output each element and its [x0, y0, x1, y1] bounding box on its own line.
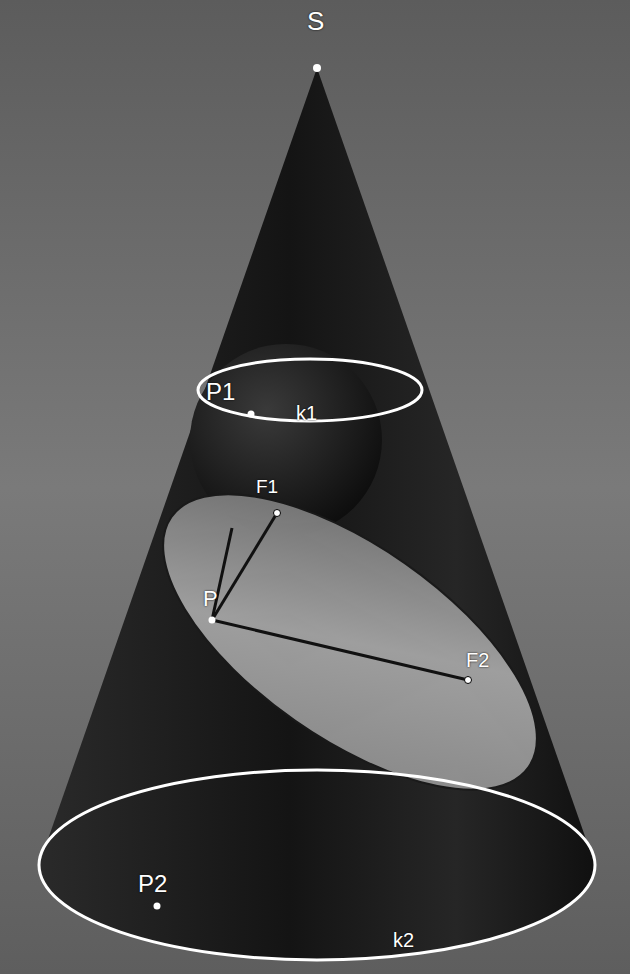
focal-line: [212, 620, 468, 680]
point-label: P: [203, 588, 218, 610]
point-label: P1: [206, 380, 235, 404]
cone-body: [39, 68, 595, 960]
focal-line: [212, 513, 277, 620]
point-label: P2: [138, 872, 167, 896]
point-label: F1: [256, 477, 278, 496]
point-label: k2: [393, 930, 414, 950]
point: [209, 617, 216, 624]
point: [465, 677, 472, 684]
point-label: k1: [296, 403, 317, 423]
point: [248, 411, 255, 418]
point: [154, 903, 161, 910]
ellipse-section: [116, 438, 583, 845]
point-label: S: [307, 8, 324, 34]
circle-k2: [39, 770, 595, 960]
point: [274, 510, 281, 517]
point-label: F2: [466, 650, 489, 670]
point: [313, 64, 321, 72]
